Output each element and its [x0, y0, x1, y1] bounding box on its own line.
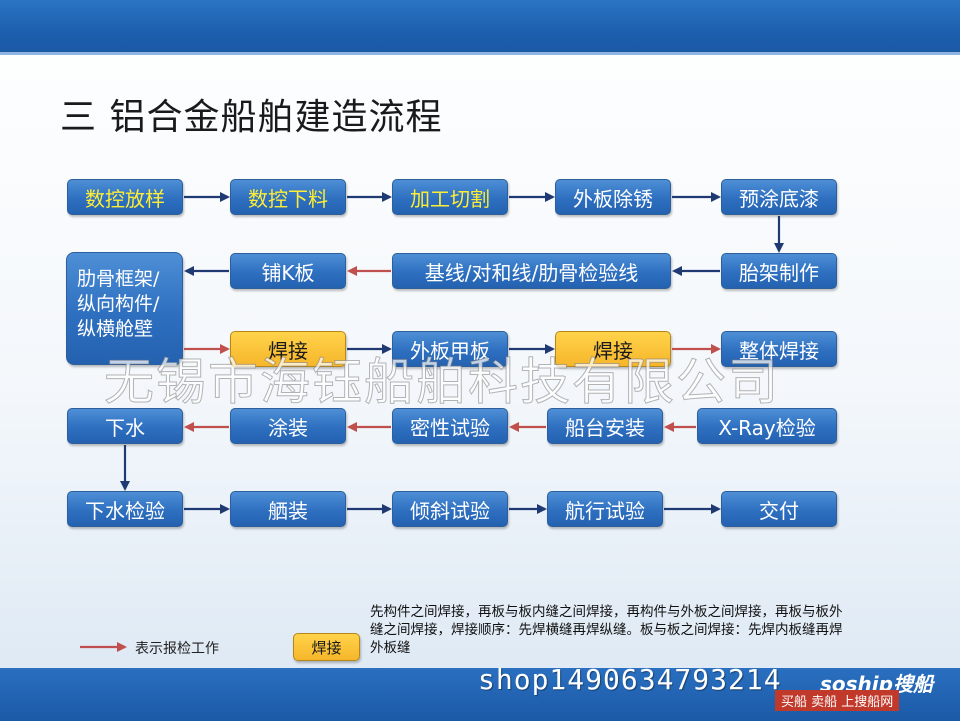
step-berth-install: 船台安装 [547, 408, 663, 444]
step-frame-structure: 肋骨框架/纵向构件/纵横舱壁 [66, 252, 183, 365]
step-nc-blanking: 数控下料 [230, 179, 346, 215]
header-band [0, 0, 960, 55]
step-baseline-check: 基线/对和线/肋骨检验线 [392, 253, 671, 289]
step-delivery: 交付 [721, 491, 837, 527]
step-inclining-test: 倾斜试验 [392, 491, 508, 527]
step-overall-welding: 整体焊接 [721, 331, 837, 367]
step-xray: X-Ray检验 [697, 408, 837, 444]
step-k-plate: 铺K板 [230, 253, 346, 289]
step-primer: 预涂底漆 [721, 179, 837, 215]
step-cutting: 加工切割 [392, 179, 508, 215]
step-coating: 涂装 [230, 408, 346, 444]
legend-weld-box: 焊接 [293, 633, 360, 661]
step-launch: 下水 [67, 408, 183, 444]
welding-note: 先构件之间焊接，再板与板内缝之间焊接，再构件与外板之间焊接，再板与板外缝之间焊接… [370, 604, 843, 656]
shop-id-text: shop1490634793214 [478, 663, 782, 696]
step-sea-trial: 航行试验 [547, 491, 663, 527]
step-shell-deck: 外板甲板 [392, 331, 508, 367]
step-rust-removal: 外板除锈 [555, 179, 671, 215]
page-title: 三 铝合金船舶建造流程 [60, 97, 443, 138]
step-welding-1: 焊接 [230, 331, 346, 367]
step-launch-inspection: 下水检验 [67, 491, 183, 527]
legend-inspection-label: 表示报检工作 [135, 641, 219, 657]
watermark: 无锡市海钰船舶科技有限公司 [104, 353, 780, 412]
step-jig-making: 胎架制作 [721, 253, 837, 289]
soship-tagline: 买船 卖船 上搜船网 [775, 690, 900, 711]
step-outfitting: 舾装 [230, 491, 346, 527]
step-nc-lofting: 数控放样 [67, 179, 183, 215]
step-tightness-test: 密性试验 [392, 408, 508, 444]
step-welding-2: 焊接 [555, 331, 671, 367]
